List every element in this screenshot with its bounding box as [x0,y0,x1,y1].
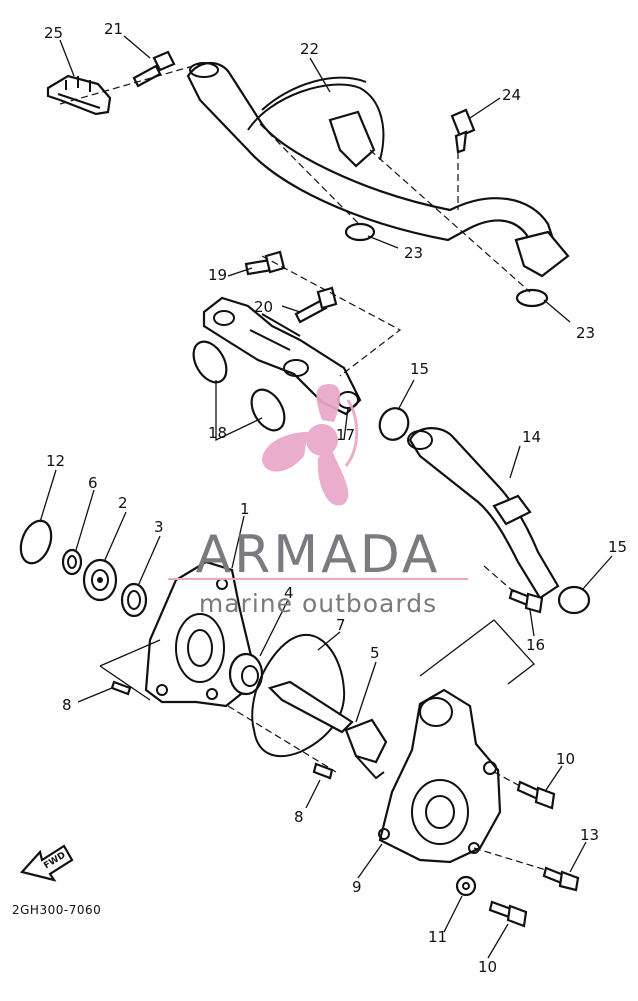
part-9-cover [378,688,502,864]
part-18-oring-a [192,340,228,384]
label-17: 17 [336,426,355,444]
label-21: 21 [104,20,123,38]
label-10a: 10 [556,750,575,768]
part-11-washer [455,875,477,897]
fwd-arrow-icon: FWD [19,844,74,882]
label-9: 9 [352,878,362,896]
part-2-bearing [82,558,118,602]
label-15b: 15 [608,538,627,556]
part-8-pin-a [110,680,132,696]
label-8a: 8 [62,696,72,714]
label-7: 7 [336,616,346,634]
part-25-bracket [46,74,112,116]
label-5: 5 [370,644,380,662]
label-24: 24 [502,86,521,104]
part-24-bolt [450,108,476,154]
label-25: 25 [44,24,63,42]
label-22: 22 [300,40,319,58]
part-14-hose [407,427,560,600]
label-10b: 10 [478,958,497,976]
label-23b: 23 [576,324,595,342]
part-6-seal [61,548,83,576]
watermark-underline [168,578,468,580]
part-23-oring-b [515,288,549,308]
part-22-pipe [186,61,570,278]
label-16: 16 [526,636,545,654]
label-15a: 15 [410,360,429,378]
watermark-brand: ARMADA [196,525,441,585]
part-10-bolt-a [516,780,556,810]
label-2: 2 [118,494,128,512]
label-19: 19 [208,266,227,284]
part-15-oring-b [557,585,591,615]
label-3: 3 [154,518,164,536]
label-1: 1 [240,500,250,518]
part-1-housing [144,560,254,708]
watermark-tagline: marine outboards [199,589,437,618]
part-8-pin-b [312,762,334,780]
part-16-bolt [508,588,544,614]
label-14: 14 [522,428,541,446]
part-12-oring [19,519,53,565]
part-23-oring-a [344,222,376,242]
label-4: 4 [284,584,294,602]
label-12: 12 [46,452,65,470]
label-6: 6 [88,474,98,492]
watermark-logo-icon [262,384,359,506]
part-3-seal [120,582,148,618]
part-15-oring-a [378,407,410,441]
part-19-bolt [244,250,286,276]
label-18: 18 [208,424,227,442]
part-13-bolt [542,866,580,892]
label-23a: 23 [404,244,423,262]
label-11: 11 [428,928,447,946]
label-13: 13 [580,826,599,844]
part-20-bolt [294,286,338,324]
drawing-code: 2GH300-7060 [12,903,101,917]
label-8b: 8 [294,808,304,826]
part-18-oring-b [250,388,286,432]
part-5-shaft [267,680,388,780]
part-7-gasket [251,633,346,758]
label-20: 20 [254,298,273,316]
part-10-bolt-b [488,900,528,928]
